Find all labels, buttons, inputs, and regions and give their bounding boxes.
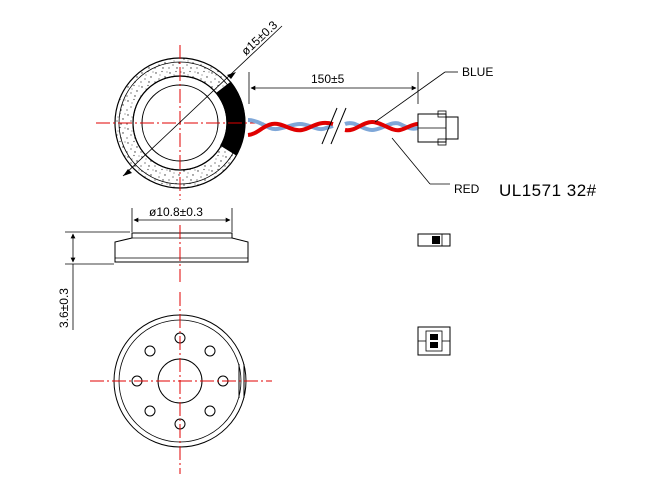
top-view: ø15±0.3 150±5 BLUE [96,18,597,200]
bottom-view [90,292,451,474]
side-view: ø10.8±0.3 3.6±0.3 [57,205,451,330]
connector-front-view [417,326,451,356]
red-wire-label: RED [454,182,480,196]
connector-plug [417,110,459,146]
thickness-label: 3.6±0.3 [57,288,71,328]
blue-wire-label: BLUE [462,65,493,79]
terminal-pad [216,81,246,156]
outer-diameter-label: ø15±0.3 [238,18,280,58]
cable-length-label: 150±5 [311,72,345,86]
inner-diameter-label: ø10.8±0.3 [149,205,203,219]
cable-spec-label: UL1571 32# [499,181,597,200]
connector-side-view [417,233,451,247]
twisted-wire-pair [247,107,419,145]
